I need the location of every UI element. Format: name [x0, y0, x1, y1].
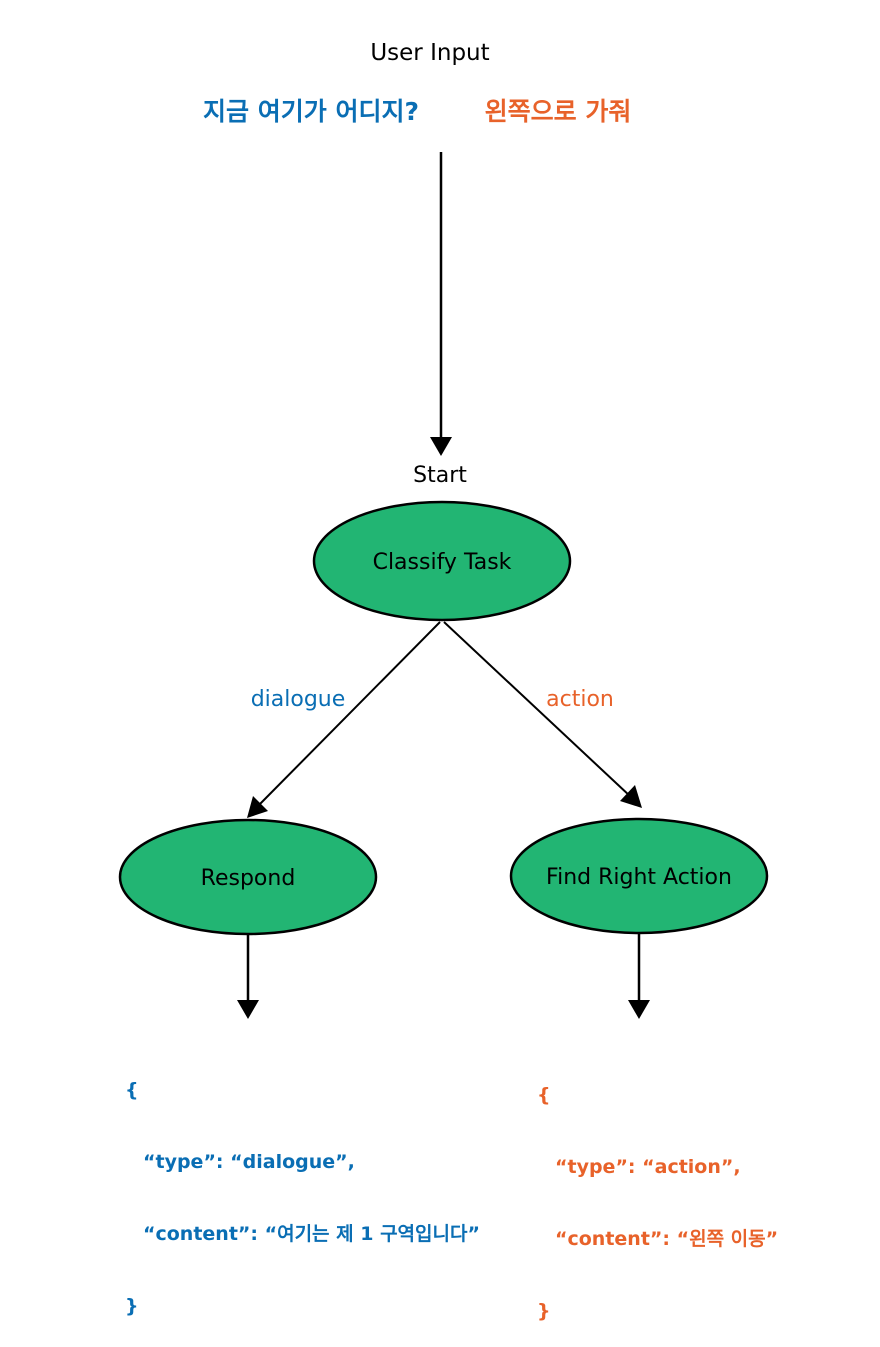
- dialogue-json-content: “content”: “여기는 제 1 구역입니다”: [143, 1223, 480, 1245]
- flow-diagram: User Input 지금 여기가 어디지? 왼쪽으로 가줘 Start Cla…: [118, 40, 769, 1019]
- action-json-close: }: [537, 1300, 551, 1322]
- dialogue-json-type: “type”: “dialogue”,: [143, 1151, 355, 1173]
- find-action-label: Find Right Action: [546, 865, 732, 890]
- action-json-content: “content”: “왼쪽 이동”: [555, 1228, 779, 1250]
- user-input-title: User Input: [370, 40, 489, 66]
- classify-task-label: Classify Task: [373, 550, 512, 575]
- query-action: 왼쪽으로 가줘: [485, 97, 632, 126]
- action-edge-head: [620, 785, 642, 808]
- respond-output-head: [237, 1000, 259, 1019]
- query-dialogue: 지금 여기가 어디지?: [203, 97, 419, 126]
- action-json-open: {: [537, 1084, 551, 1106]
- start-label: Start: [413, 463, 467, 488]
- dialogue-json-open: {: [125, 1079, 139, 1101]
- input-arrow-head: [430, 437, 452, 456]
- dialogue-output-json: { “type”: “dialogue”, “content”: “여기는 제 …: [125, 1030, 480, 1342]
- action-edge-label: action: [546, 687, 614, 712]
- dialogue-edge: [257, 621, 441, 807]
- action-edge: [443, 621, 632, 798]
- classify-task-node: [312, 500, 572, 622]
- action-output-head: [628, 1000, 650, 1019]
- action-json-type: “type”: “action”,: [555, 1156, 741, 1178]
- action-output-json: { “type”: “action”, “content”: “왼쪽 이동” }: [537, 1035, 778, 1347]
- respond-label: Respond: [201, 866, 296, 891]
- dialogue-edge-head: [247, 796, 268, 818]
- dialogue-edge-label: dialogue: [251, 687, 346, 712]
- dialogue-json-close: }: [125, 1295, 139, 1317]
